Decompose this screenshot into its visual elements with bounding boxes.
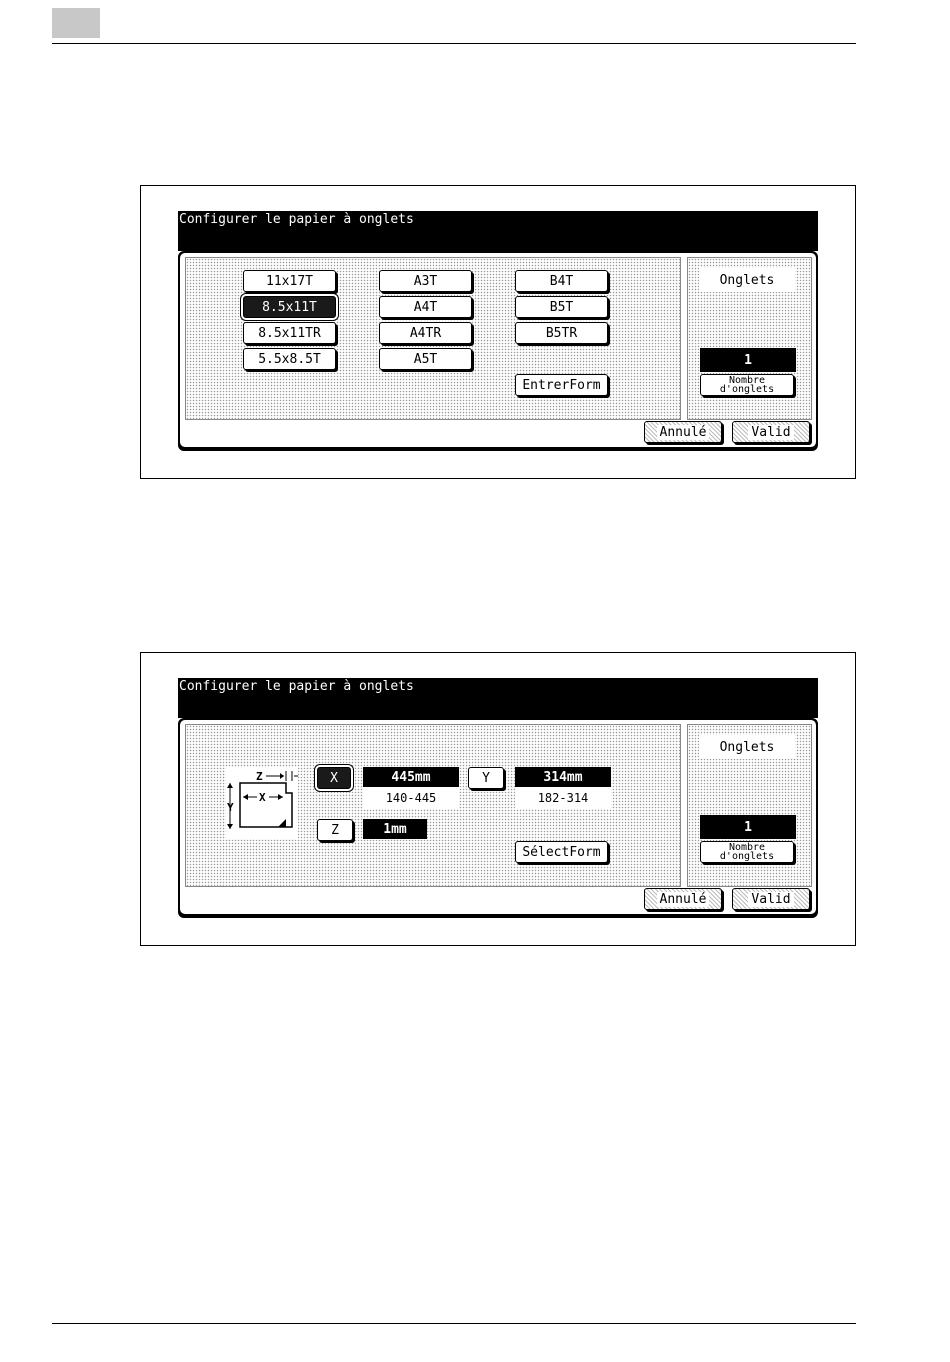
select-form-button[interactable]: SélectForm	[515, 841, 608, 863]
cancel-button[interactable]: Annulé	[644, 421, 722, 443]
header-rule	[52, 43, 856, 44]
size-button-b5tr[interactable]: B5TR	[515, 322, 608, 344]
ok-button-label: Valid	[748, 892, 793, 907]
size-button-8-5x11t[interactable]: 8.5x11T	[243, 296, 336, 318]
z-dimension-button[interactable]: Z	[317, 819, 353, 841]
ok-button-label: Valid	[748, 425, 793, 440]
size-button-a4t[interactable]: A4T	[379, 296, 472, 318]
chapter-tab-marker	[52, 8, 100, 38]
figure-custom-size-entry: Configurer le papier à onglets Z	[140, 652, 856, 946]
tab-paper-diagram-icon: Z Y X	[226, 767, 298, 839]
size-button-a3t[interactable]: A3T	[379, 270, 472, 292]
tab-count-value: 1	[700, 815, 796, 839]
tab-count-button[interactable]: Nombre d'onglets	[700, 374, 794, 396]
y-range: 182-314	[515, 787, 611, 809]
size-button-b5t[interactable]: B5T	[515, 296, 608, 318]
ok-button[interactable]: Valid	[732, 888, 810, 910]
diagram-x-label: X	[259, 791, 266, 804]
tab-count-button[interactable]: Nombre d'onglets	[700, 841, 794, 863]
cancel-button-label: Annulé	[657, 892, 710, 907]
custom-size-area: Z Y X	[185, 724, 681, 887]
tab-paper-diagram: Z Y X	[226, 767, 298, 839]
y-dimension-button[interactable]: Y	[468, 767, 504, 789]
screen-title: Configurer le papier à onglets	[178, 211, 818, 251]
tab-count-button-line2: d'onglets	[720, 385, 774, 394]
footer-rule	[52, 1323, 856, 1324]
cancel-button[interactable]: Annulé	[644, 888, 722, 910]
y-value: 314mm	[515, 767, 611, 787]
size-button-5-5x8-5t[interactable]: 5.5x8.5T	[243, 348, 336, 370]
size-button-b4t[interactable]: B4T	[515, 270, 608, 292]
size-button-8-5x11tr[interactable]: 8.5x11TR	[243, 322, 336, 344]
x-dimension-button[interactable]: X	[317, 767, 351, 789]
ok-button[interactable]: Valid	[732, 421, 810, 443]
screen-body: 11x17T 8.5x11T 8.5x11TR 5.5x8.5T A3T A4T…	[178, 251, 818, 451]
size-button-a4tr[interactable]: A4TR	[379, 322, 472, 344]
x-range: 140-445	[363, 787, 459, 809]
size-button-11x17t[interactable]: 11x17T	[243, 270, 336, 292]
entrer-form-button[interactable]: EntrerForm	[515, 374, 608, 396]
tab-paper-screen-1: Configurer le papier à onglets 11x17T 8.…	[178, 211, 818, 451]
onglets-label: Onglets	[699, 268, 795, 292]
z-value: 1mm	[363, 819, 427, 839]
cancel-button-label: Annulé	[657, 425, 710, 440]
tab-count-panel: Onglets 1 Nombre d'onglets	[687, 724, 812, 887]
size-button-a5t[interactable]: A5T	[379, 348, 472, 370]
tab-count-button-line2: d'onglets	[720, 852, 774, 861]
tab-count-panel: Onglets 1 Nombre d'onglets	[687, 257, 812, 420]
size-button-area: 11x17T 8.5x11T 8.5x11TR 5.5x8.5T A3T A4T…	[185, 257, 681, 420]
screen-body: Z Y X	[178, 718, 818, 918]
diagram-y-label: Y	[227, 801, 234, 814]
tab-count-value: 1	[700, 348, 796, 372]
figure-size-selection: Configurer le papier à onglets 11x17T 8.…	[140, 185, 856, 479]
tab-paper-screen-2: Configurer le papier à onglets Z	[178, 678, 818, 918]
screen-title: Configurer le papier à onglets	[178, 678, 818, 718]
onglets-label: Onglets	[699, 735, 795, 759]
diagram-z-label: Z	[256, 770, 263, 783]
x-value: 445mm	[363, 767, 459, 787]
